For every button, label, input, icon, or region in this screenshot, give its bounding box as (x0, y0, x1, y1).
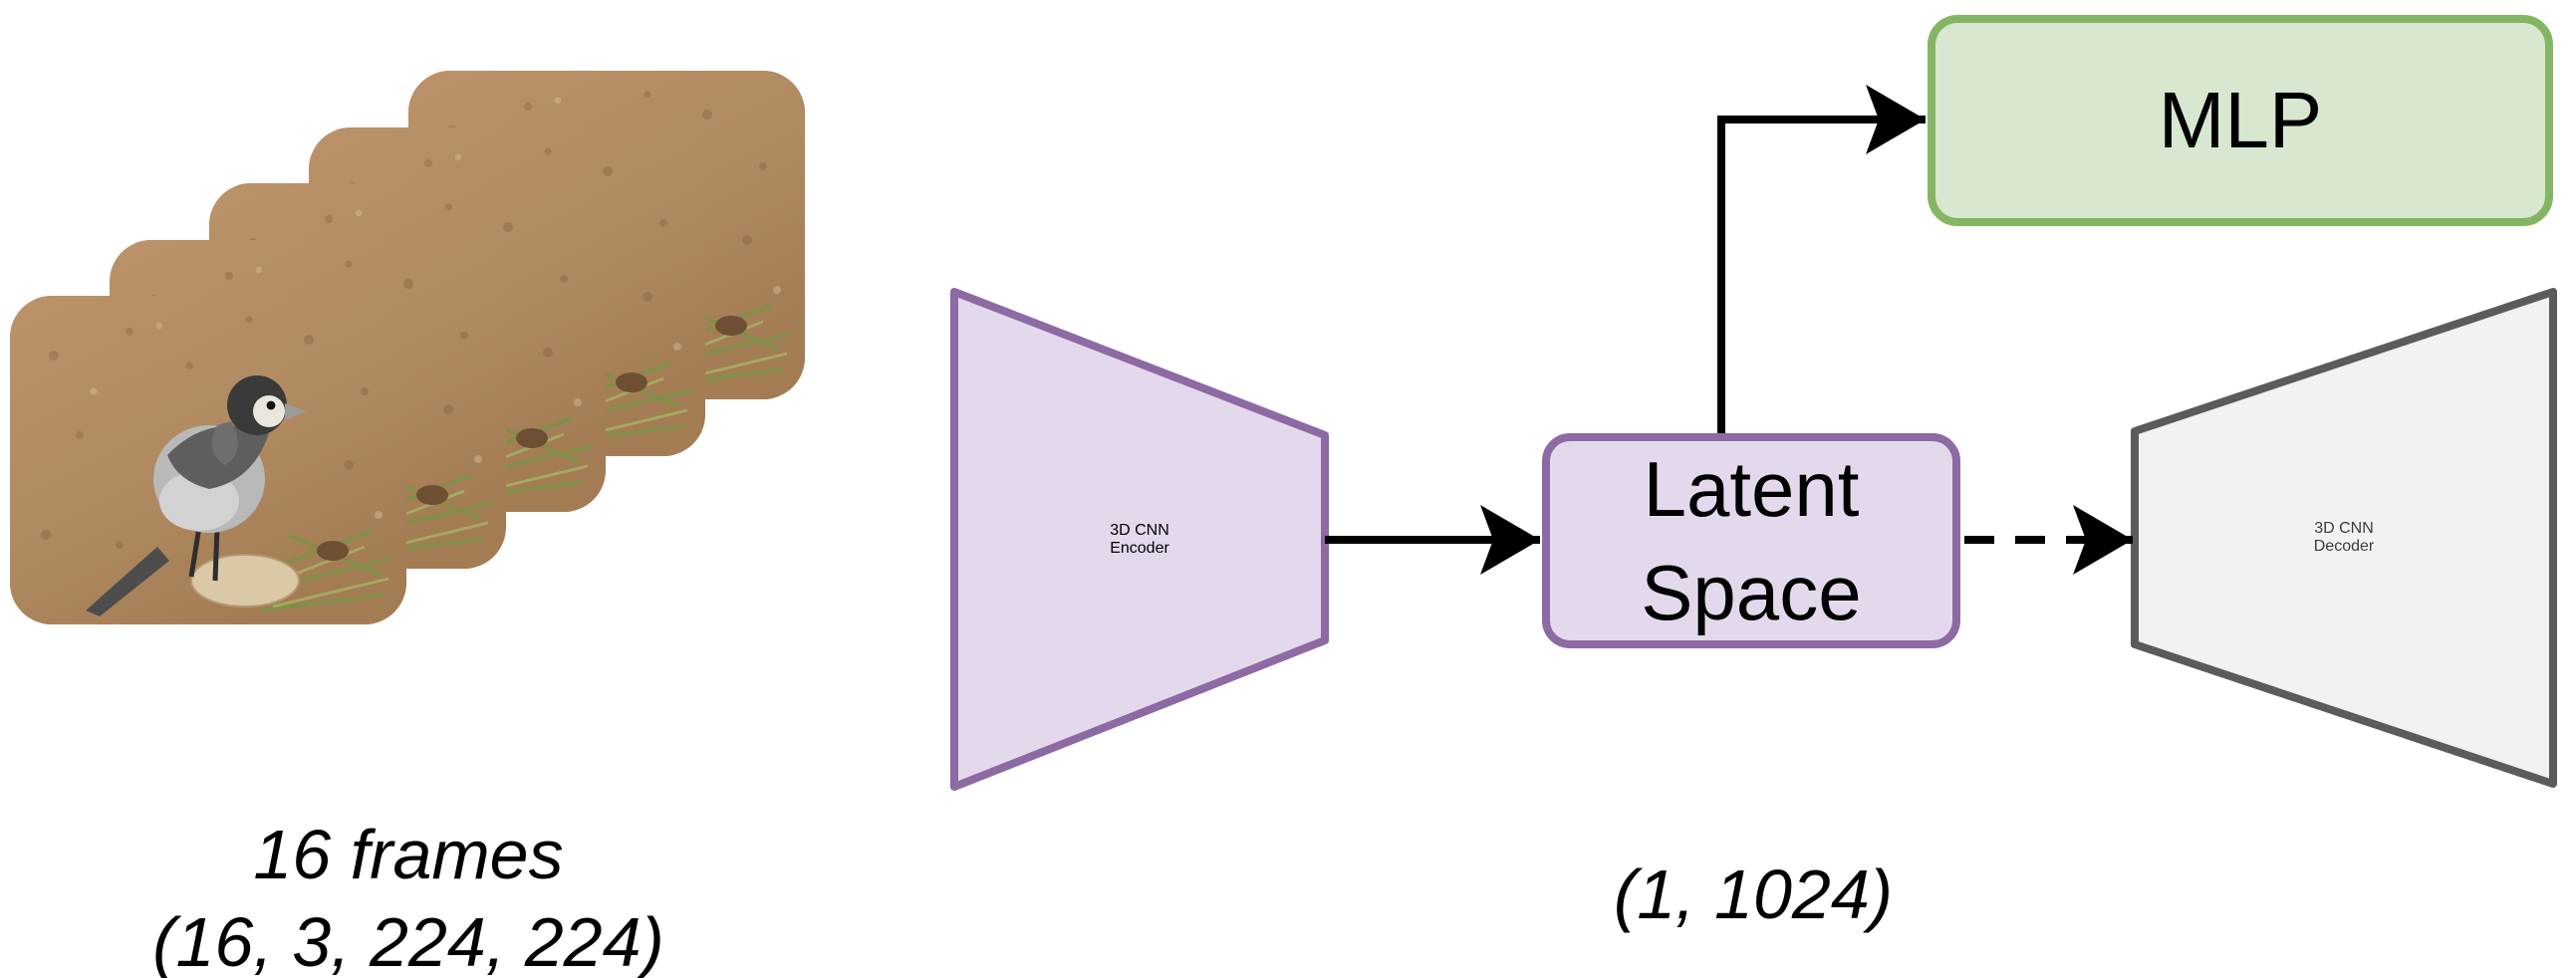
frames-shape-caption: (16, 3, 224, 224) (152, 903, 664, 978)
encoder-label-line2: Encoder (1110, 539, 1169, 557)
encoder-label-line1: 3D CNN (1110, 521, 1169, 539)
mlp-label: MLP (2158, 76, 2323, 164)
mlp-box: MLP (1928, 15, 2553, 226)
encoder-label: 3D CNN Encoder (954, 292, 1325, 787)
decoder-label-line2: Decoder (2313, 538, 2375, 555)
latent-space-box: Latent Space (1542, 433, 1960, 648)
frames-caption: 16 frames (253, 816, 564, 893)
decoder-label: 3D CNN Decoder (2135, 431, 2553, 644)
arrow-latent-to-mlp (1717, 85, 1926, 440)
latent-shape-caption: (1, 1024) (1613, 856, 1894, 933)
decoder-label-line1: 3D CNN (2314, 520, 2374, 537)
bird-scene-icon (10, 296, 406, 624)
video-frame (10, 296, 406, 624)
latent-label-line2: Space (1641, 549, 1862, 636)
latent-label-line1: Latent (1643, 445, 1860, 533)
